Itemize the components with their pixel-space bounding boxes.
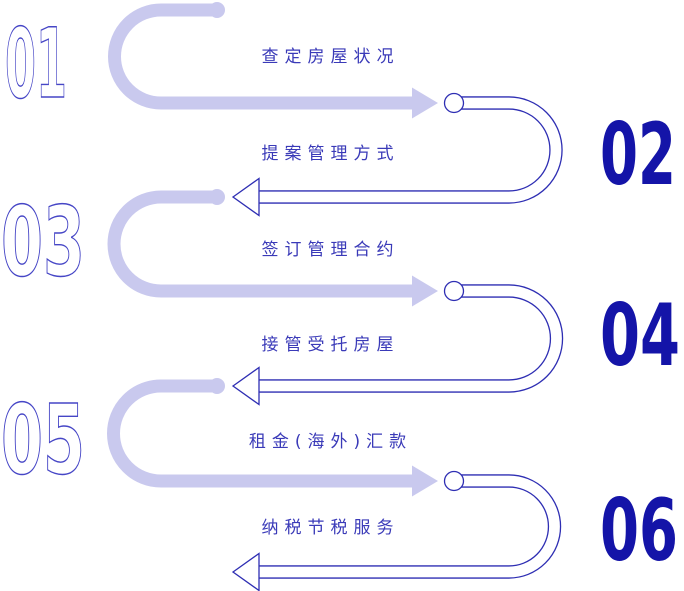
step-label-2: 提案管理方式 [261, 144, 400, 164]
step-number-01: 01 [5, 8, 67, 120]
arrow-body [107, 190, 412, 298]
flow-arrow-1-filled [108, 2, 438, 119]
arrow-body [108, 3, 412, 110]
arrow-body-inner [259, 285, 562, 392]
arrow-head-left-icon [231, 177, 260, 217]
arrow-head-left-icon [231, 552, 260, 591]
arrow-head-right-icon [412, 275, 438, 307]
arrow-head-left-icon [231, 366, 260, 406]
arrow-start-ring [443, 92, 465, 114]
step-label-4: 接管受托房屋 [261, 335, 400, 355]
arrow-head-right-icon [412, 87, 438, 119]
arrow-start-ring [443, 280, 465, 302]
arrow-head-right-icon [412, 465, 438, 497]
arrow-body-inner [259, 97, 562, 203]
arrow-body [107, 379, 412, 488]
step-number-03: 03 [1, 186, 85, 298]
step-number-04: 04 [600, 286, 680, 386]
flow-arrow-2-outline [231, 92, 563, 217]
step-label-3: 签订管理合约 [261, 240, 400, 260]
arrow-body-inner [259, 475, 560, 578]
step-label-1: 查定房屋状况 [261, 47, 400, 67]
step-label-6: 纳税节税服务 [261, 518, 400, 538]
step-label-5: 租金(海外)汇款 [248, 432, 413, 452]
flow-arrow-6-outline [231, 470, 562, 591]
arrow-start-ring [443, 470, 465, 492]
step-number-05: 05 [1, 384, 85, 496]
step-number-02: 02 [600, 105, 676, 205]
flow-arrow-4-outline [231, 280, 564, 406]
step-number-06: 06 [600, 481, 678, 581]
flow-arrow-3-filled [107, 189, 438, 307]
flow-arrow-5-filled [107, 378, 438, 497]
